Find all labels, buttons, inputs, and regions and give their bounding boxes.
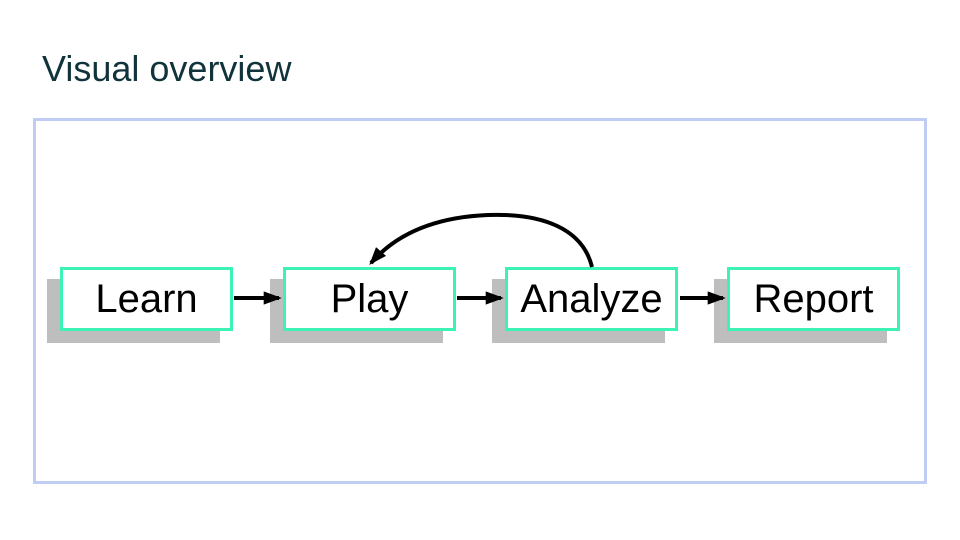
flow-node-label: Analyze: [520, 276, 663, 321]
page-title: Visual overview: [42, 48, 292, 89]
flow-node-play: Play: [283, 267, 456, 331]
flow-node-label: Learn: [95, 276, 198, 321]
flow-node-learn: Learn: [60, 267, 233, 331]
flow-node-report: Report: [727, 267, 900, 331]
flow-node-label: Play: [330, 276, 409, 321]
flow-node-analyze: Analyze: [505, 267, 678, 331]
flow-node-label: Report: [753, 276, 874, 321]
diagram-frame: [33, 118, 927, 484]
